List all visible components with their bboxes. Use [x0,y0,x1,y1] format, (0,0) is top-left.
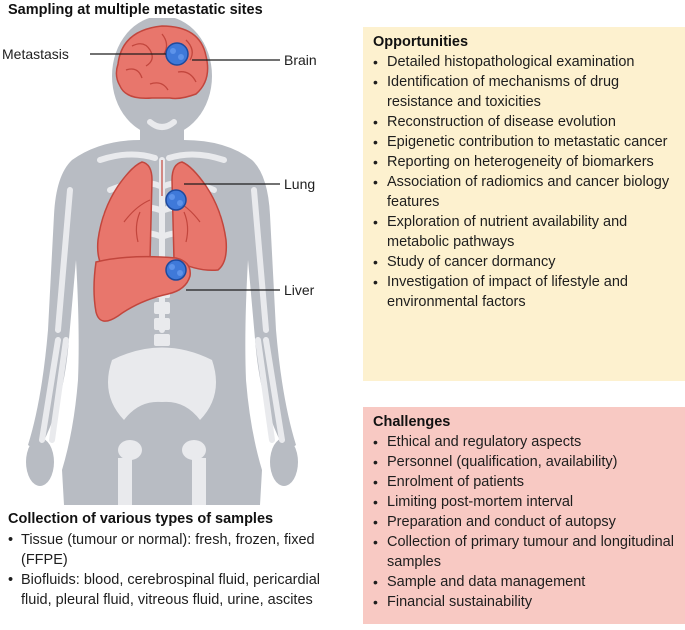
opportunity-item: Detailed histopathological examination [373,52,677,72]
brain [115,25,209,100]
pelvis [108,347,216,505]
challenge-item: Financial sustainability [373,592,677,612]
opportunity-item: Identification of mechanisms of drug res… [373,72,677,112]
body-illustration: Metastasis Brain Lung Liver [2,18,317,505]
lungs [96,160,228,272]
challenge-item: Preparation and conduct of autopsy [373,512,677,532]
opportunities-box: Opportunities Detailed histopathological… [363,27,685,381]
samples-heading: Collection of various types of samples [8,511,274,527]
opportunity-item: Investigation of impact of lifestyle and… [373,272,677,312]
challenges-box: Challenges Ethical and regulatory aspect… [363,407,685,624]
challenge-item: Personnel (qualification, availability) [373,452,677,472]
challenge-item: Collection of primary tumour and longitu… [373,532,677,572]
opportunities-list: Detailed histopathological examination I… [373,52,677,312]
challenge-item: Sample and data management [373,572,677,592]
challenge-item: Limiting post-mortem interval [373,492,677,512]
samples-item: Tissue (tumour or normal): fresh, frozen… [8,530,353,570]
opportunity-item: Exploration of nutrient availability and… [373,212,677,252]
opportunities-heading: Opportunities [373,34,469,50]
challenges-list: Ethical and regulatory aspects Personnel… [373,432,677,612]
leader-lines [90,53,280,291]
opportunity-item: Epigenetic contribution to metastatic ca… [373,132,677,152]
samples-item: Biofluids: blood, cerebrospinal fluid, p… [8,570,353,610]
brain-label: Brain [284,52,317,68]
challenges-heading: Challenges [373,414,451,430]
tumour-liver [165,259,187,281]
opportunity-item: Reconstruction of disease evolution [373,112,677,132]
challenge-item: Enrolment of patients [373,472,677,492]
liver-label: Liver [284,282,315,298]
metastasis-label: Metastasis [2,46,69,62]
figure-title: Sampling at multiple metastatic sites [8,2,263,18]
opportunity-item: Reporting on heterogeneity of biomarkers [373,152,677,172]
samples-section: Collection of various types of samples T… [8,510,353,610]
samples-list: Tissue (tumour or normal): fresh, frozen… [8,530,353,610]
challenge-item: Ethical and regulatory aspects [373,432,677,452]
opportunity-item: Study of cancer dormancy [373,252,677,272]
lung-label: Lung [284,176,315,192]
opportunity-item: Association of radiomics and cancer biol… [373,172,677,212]
tumour-lung [165,189,187,211]
tumour-brain [165,42,189,66]
